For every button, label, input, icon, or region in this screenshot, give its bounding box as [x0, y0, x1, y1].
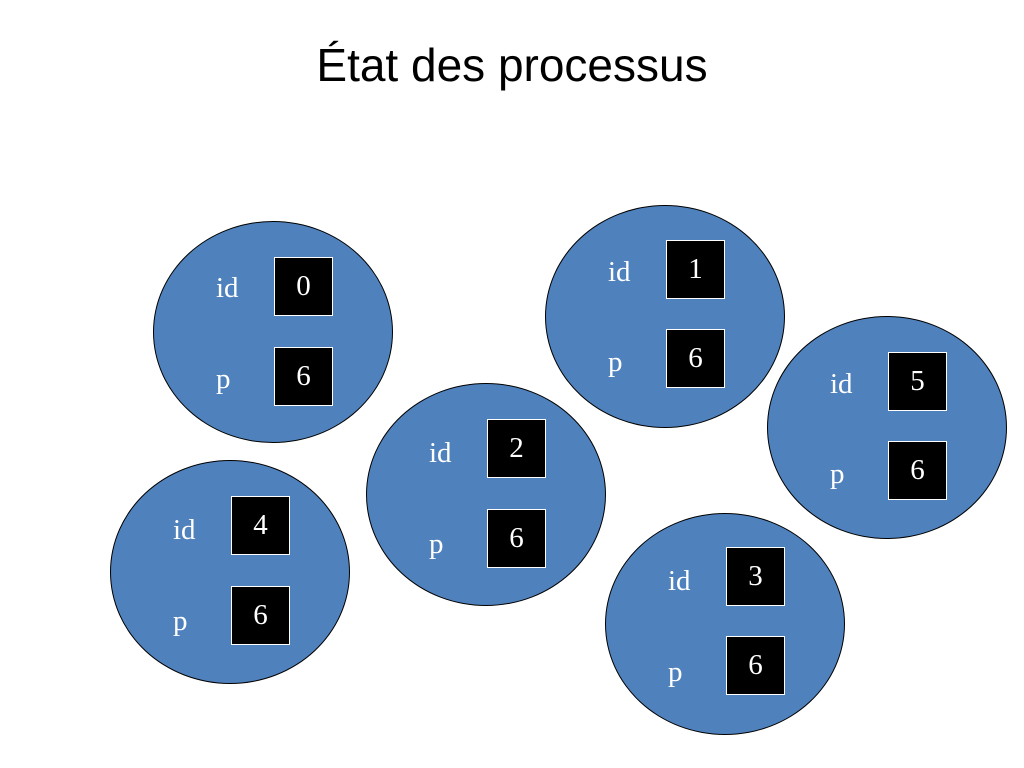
id-value-box: 2 [487, 419, 546, 478]
id-value-box: 1 [666, 240, 725, 299]
process-node-2: id 2 p 6 [366, 383, 606, 606]
id-label: id [429, 437, 452, 469]
id-value-box: 4 [231, 496, 290, 555]
id-value-box: 0 [274, 257, 333, 316]
p-value-box: 6 [274, 347, 333, 406]
process-node-3: id 3 p 6 [605, 513, 845, 735]
id-label: id [608, 256, 631, 288]
p-label: p [216, 363, 231, 395]
p-label: p [608, 346, 623, 378]
p-label: p [429, 528, 444, 560]
p-label: p [668, 656, 683, 688]
id-label: id [668, 565, 691, 597]
process-node-1: id 1 p 6 [545, 205, 785, 428]
p-label: p [173, 605, 188, 637]
process-node-0: id 0 p 6 [153, 221, 393, 443]
p-value-box: 6 [726, 636, 785, 695]
process-node-4: id 4 p 6 [110, 460, 350, 684]
p-value-box: 6 [666, 329, 725, 388]
id-value-box: 3 [726, 547, 785, 606]
slide-title: État des processus [316, 39, 708, 91]
id-value-box: 5 [888, 352, 947, 411]
p-value-box: 6 [231, 586, 290, 645]
id-label: id [830, 368, 853, 400]
p-value-box: 6 [888, 441, 947, 500]
p-label: p [830, 458, 845, 490]
id-label: id [216, 272, 239, 304]
p-value-box: 6 [487, 509, 546, 568]
id-label: id [173, 514, 196, 546]
process-node-5: id 5 p 6 [767, 316, 1007, 539]
